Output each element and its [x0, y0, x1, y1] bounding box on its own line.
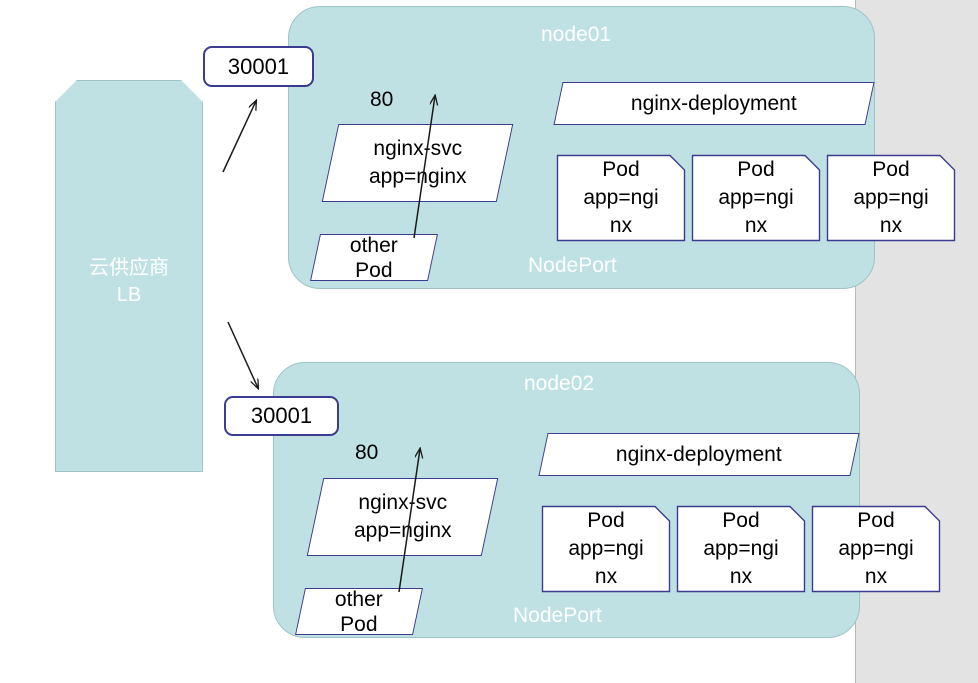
pod-outline-icon [691, 154, 821, 242]
pod-outline-icon [541, 505, 671, 593]
nodeport-badge-node01[interactable]: 30001 [203, 46, 314, 87]
node02-deployment-label: nginx-deployment [616, 442, 782, 466]
node01-other-pod-label: other Pod [350, 233, 398, 282]
node02-deployment-shape[interactable]: nginx-deployment [538, 433, 860, 476]
pod-fill [677, 506, 805, 592]
node01-service-shape[interactable]: nginx-svc app=nginx [321, 124, 514, 202]
node02-service-port-label: 80 [355, 441, 379, 464]
node01-service-label: nginx-svc app=nginx [368, 137, 467, 188]
node02-title: node02 [524, 372, 595, 395]
node01-pod-3-label: Pod app=ngi nx [853, 158, 929, 237]
node01-deployment-label: nginx-deployment [631, 91, 797, 115]
node02-service-label: nginx-svc app=nginx [353, 491, 452, 542]
node01-other-pod-shape[interactable]: other Pod [310, 233, 438, 282]
pod-fill [542, 506, 670, 592]
pod-fill [812, 506, 940, 592]
node01-deployment-shape[interactable]: nginx-deployment [553, 82, 875, 125]
lb-to-node02-arrow [227, 321, 258, 388]
node02-pod-1[interactable]: Pod app=ngi nx [541, 505, 671, 593]
node01-pod-1-label: Pod app=ngi nx [583, 158, 659, 237]
pod-outline-icon [676, 505, 806, 593]
node02-other-pod-label: other Pod [335, 587, 383, 636]
cloud-lb-label: 云供应商 LB [89, 257, 169, 306]
node01-nodeport-label: NodePort [528, 254, 617, 277]
node02-pod-3[interactable]: Pod app=ngi nx [811, 505, 941, 593]
node01-pod-3[interactable]: Pod app=ngi nx [826, 154, 956, 242]
pod-outline-icon [826, 154, 956, 242]
node02-nodeport-label: NodePort [513, 604, 602, 627]
node02-pod-2[interactable]: Pod app=ngi nx [676, 505, 806, 593]
lb-to-node01-arrow [222, 101, 256, 173]
node01-pod-2[interactable]: Pod app=ngi nx [691, 154, 821, 242]
node02-pod-2-label: Pod app=ngi nx [703, 509, 779, 588]
node02-pod-3-label: Pod app=ngi nx [838, 509, 914, 588]
pod-fill [557, 155, 685, 241]
node01-pod-2-label: Pod app=ngi nx [718, 158, 794, 237]
pod-outline-icon [556, 154, 686, 242]
cloud-lb-shape[interactable] [55, 80, 203, 472]
node01-pod-1[interactable]: Pod app=ngi nx [556, 154, 686, 242]
pod-outline-icon [811, 505, 941, 593]
pod-fill [692, 155, 820, 241]
node02-other-pod-shape[interactable]: other Pod [295, 587, 423, 636]
node01-service-port-label: 80 [370, 88, 394, 111]
pod-fill [827, 155, 955, 241]
node02-pod-1-label: Pod app=ngi nx [568, 509, 644, 588]
nodeport-badge-node02[interactable]: 30001 [224, 396, 339, 436]
node01-title: node01 [541, 23, 612, 46]
node02-service-shape[interactable]: nginx-svc app=nginx [306, 478, 499, 556]
